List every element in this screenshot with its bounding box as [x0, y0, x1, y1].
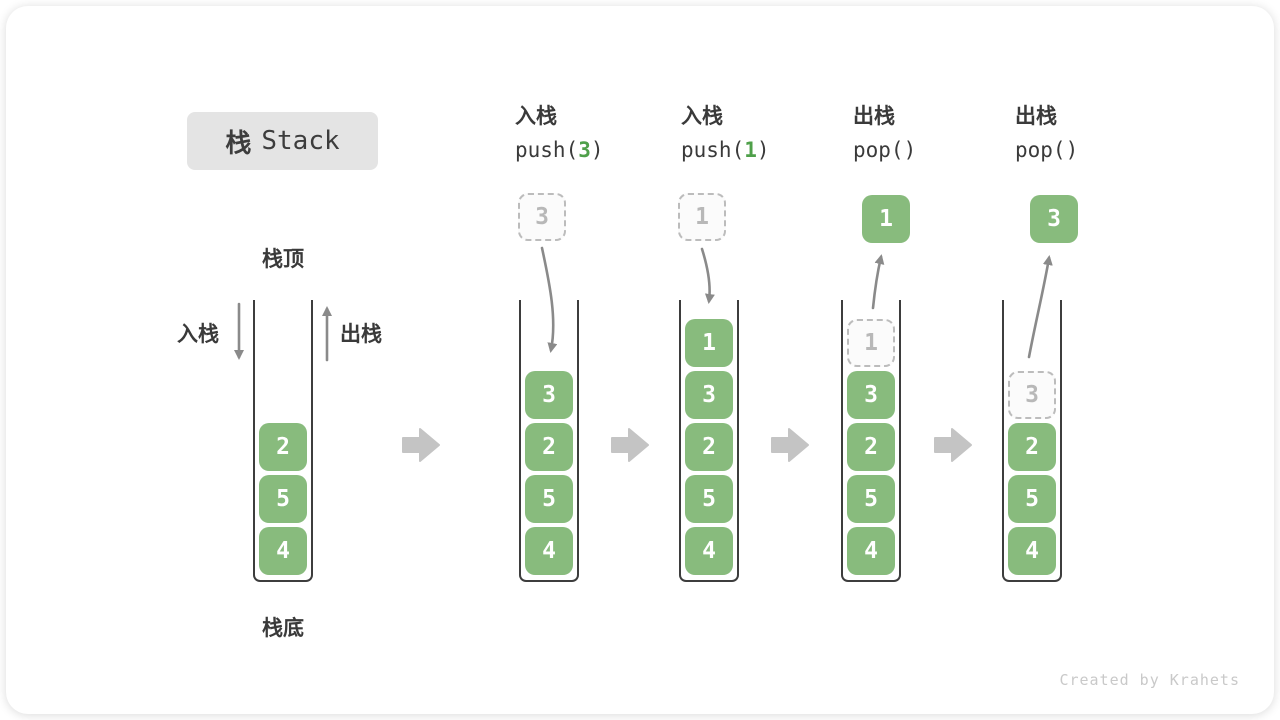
stack-ghost-cell: 1 [847, 319, 895, 367]
stack-container-pop1: 1 3 2 5 4 [841, 300, 901, 582]
op-header-push1: 入栈 push(1) [681, 100, 770, 162]
stack-top-label: 栈顶 [262, 247, 304, 271]
stack-cell: 3 [847, 371, 895, 419]
stack-container-initial: 2 5 4 [253, 300, 313, 582]
stack-cell: 4 [259, 527, 307, 575]
stack-cell: 2 [685, 423, 733, 471]
push-legend-label: 入栈 [177, 322, 219, 346]
incoming-value-box: 3 [518, 193, 566, 241]
stack-ghost-cell: 3 [1008, 371, 1056, 419]
incoming-value-box: 1 [678, 193, 726, 241]
stack-cell: 3 [525, 371, 573, 419]
stack-cell: 4 [847, 527, 895, 575]
op-fn-label: push(3) [515, 138, 604, 162]
stack-cell: 4 [685, 527, 733, 575]
stack-cell: 2 [847, 423, 895, 471]
stack-bottom-label: 栈底 [262, 616, 304, 640]
op-zh-label: 出栈 [1015, 104, 1057, 128]
op-zh-label: 入栈 [515, 104, 557, 128]
op-fn-label: pop() [853, 138, 917, 162]
op-fn-label: push(1) [681, 138, 770, 162]
op-header-pop3: 出栈 pop() [1015, 100, 1078, 162]
op-fn-label: pop() [1015, 138, 1079, 162]
op-zh-label: 入栈 [681, 104, 723, 128]
title-badge: 栈 Stack [187, 112, 378, 170]
stack-cell: 4 [1008, 527, 1056, 575]
stack-cell: 4 [525, 527, 573, 575]
popped-value-box: 3 [1030, 195, 1078, 243]
stack-cell: 2 [525, 423, 573, 471]
stack-container-push3: 3 2 5 4 [519, 300, 579, 582]
footer-credit: Created by Krahets [1059, 671, 1240, 689]
title-en: Stack [261, 126, 340, 156]
stack-cell: 5 [685, 475, 733, 523]
title-zh: 栈 [225, 128, 252, 159]
stack-cell: 1 [685, 319, 733, 367]
stack-container-push1: 1 3 2 5 4 [679, 300, 739, 582]
pop-legend-label: 出栈 [340, 322, 382, 346]
stack-cell: 5 [259, 475, 307, 523]
stack-cell: 5 [525, 475, 573, 523]
stack-cell: 3 [685, 371, 733, 419]
op-header-pop1: 出栈 pop() [853, 100, 916, 162]
popped-value-box: 1 [862, 195, 910, 243]
op-header-push3: 入栈 push(3) [515, 100, 604, 162]
op-zh-label: 出栈 [853, 104, 895, 128]
stack-cell: 2 [1008, 423, 1056, 471]
stack-cell: 5 [1008, 475, 1056, 523]
push-arg: 1 [744, 138, 757, 162]
stack-cell: 2 [259, 423, 307, 471]
stack-cell: 5 [847, 475, 895, 523]
push-arg: 3 [578, 138, 591, 162]
stack-container-pop3: 3 2 5 4 [1002, 300, 1062, 582]
